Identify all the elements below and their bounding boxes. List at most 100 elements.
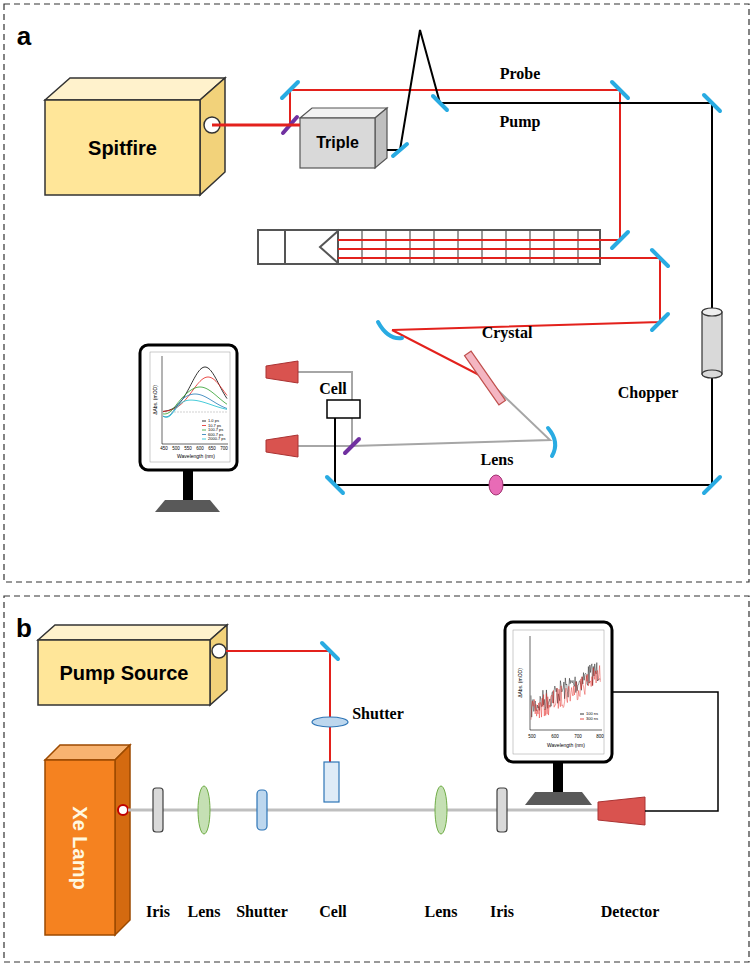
tick-label: 500 xyxy=(172,447,180,452)
monitor xyxy=(140,345,237,512)
probe-beam xyxy=(212,90,660,378)
focusing-lens xyxy=(489,475,503,495)
transient-spectrum-chart xyxy=(163,367,227,411)
box-label: Pump Source xyxy=(60,663,189,683)
mirror xyxy=(327,477,343,493)
laser-housing xyxy=(45,78,225,195)
chart-legend-entry: 600.7 ps xyxy=(208,433,223,437)
pump-source-housing xyxy=(38,625,227,640)
monitor xyxy=(553,762,563,792)
sample-cell xyxy=(327,400,360,418)
part-label: Lens xyxy=(425,904,458,920)
chart-legend-entry: 300 ns xyxy=(586,717,598,721)
optical-chopper xyxy=(702,308,722,378)
pump-beam xyxy=(335,30,712,485)
tick-label: 600 xyxy=(196,447,204,452)
tick-label: 600 xyxy=(551,735,559,740)
chart-legend-entry: 1.0 ps xyxy=(208,419,219,423)
tick-label: 550 xyxy=(184,447,192,452)
tick-label: 700 xyxy=(574,735,582,740)
transient-spectrum-chart xyxy=(163,400,227,417)
probe-beam xyxy=(290,90,620,240)
chart-legend-entry: 2000.7 ps xyxy=(208,437,226,441)
probe-beam xyxy=(338,258,660,330)
tick-label: 500 xyxy=(528,735,536,740)
detector xyxy=(598,797,645,825)
monitor xyxy=(513,630,604,754)
sample-cell xyxy=(324,762,339,802)
lamp-box: Xe Lamp xyxy=(45,745,130,935)
tick-label: 650 xyxy=(208,447,216,452)
kinetic-spectrum-chart xyxy=(530,636,602,730)
axis-title: ΔAbs. (mOD) xyxy=(153,385,158,415)
panel-letter: b xyxy=(16,615,32,641)
mirror xyxy=(282,82,720,493)
transient-spectrum-chart xyxy=(202,421,206,422)
transient-spectrum-chart xyxy=(162,356,228,444)
monitor xyxy=(155,500,220,512)
pump-beam xyxy=(226,651,330,762)
harmonic-generator-box: Triple xyxy=(300,108,387,168)
lens xyxy=(198,786,210,834)
tick-label: 450 xyxy=(160,447,168,452)
beam-label: Probe xyxy=(500,66,541,82)
pump-source-box: Pump Source xyxy=(38,625,227,705)
pump-beam xyxy=(226,651,330,762)
tick-label: 800 xyxy=(596,735,604,740)
part-label: Lens xyxy=(188,904,221,920)
detector xyxy=(266,361,298,457)
curved-mirror xyxy=(378,322,555,456)
sample-cell xyxy=(324,762,339,802)
monitor xyxy=(183,470,193,500)
harmonic-generator-housing xyxy=(300,118,375,168)
chart-legend-entry: 10.7 ps xyxy=(208,424,221,428)
monitor xyxy=(525,792,592,805)
part-label: Chopper xyxy=(618,385,678,401)
laser-housing xyxy=(200,78,225,195)
transient-spectrum-chart xyxy=(202,439,206,440)
kinetic-spectrum-chart xyxy=(530,636,602,730)
pump-source-housing xyxy=(212,644,226,658)
harmonic-generator-housing xyxy=(300,108,387,168)
monitor xyxy=(505,622,612,805)
chart-legend-entry: 100.7 ps xyxy=(208,428,223,432)
pump-source-housing xyxy=(38,625,227,705)
tick-label: 700 xyxy=(220,447,228,452)
axis-title: Wavelength (nm) xyxy=(547,743,585,748)
mirror xyxy=(393,144,407,156)
pump-source-housing xyxy=(210,625,227,705)
monitor xyxy=(505,622,612,762)
panel-frame xyxy=(4,4,749,582)
panel-frame xyxy=(4,4,749,962)
kinetic-spectrum-chart xyxy=(580,719,584,720)
mirror xyxy=(612,82,628,98)
part-label: Cell xyxy=(319,381,347,397)
delay-stage xyxy=(284,230,286,264)
part-label: Iris xyxy=(146,904,170,920)
part-label: Iris xyxy=(490,904,514,920)
lamp-housing xyxy=(115,745,130,935)
mirror xyxy=(433,96,447,110)
kinetic-spectrum-chart xyxy=(531,666,600,720)
pump-source-housing xyxy=(38,640,210,705)
transient-spectrum-chart xyxy=(163,394,227,417)
nonlinear-crystal xyxy=(465,351,506,405)
monitor xyxy=(150,352,230,462)
beam-splitter xyxy=(345,439,359,453)
mirror xyxy=(612,232,628,248)
transient-spectrum-chart xyxy=(202,434,206,435)
shutter xyxy=(257,790,267,830)
beam-label: Pump xyxy=(500,114,541,130)
monitor xyxy=(140,345,237,470)
lamp-housing xyxy=(118,805,128,815)
shutter xyxy=(312,717,348,727)
part-label: Shutter xyxy=(236,904,288,920)
mirror xyxy=(704,95,720,111)
box-label: Spitfire xyxy=(88,138,157,158)
curved-mirror xyxy=(548,428,555,456)
part-label: Crystal xyxy=(482,325,533,341)
detector xyxy=(598,797,645,825)
axis-title: ΔAbs. (mOD) xyxy=(518,668,523,698)
mirror xyxy=(704,477,720,493)
